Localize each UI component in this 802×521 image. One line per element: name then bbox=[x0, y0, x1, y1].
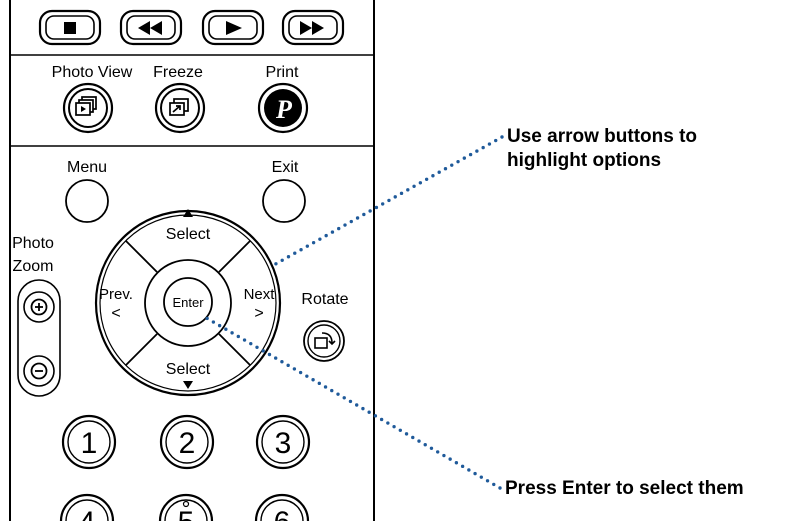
select-up-button[interactable]: Select bbox=[166, 209, 211, 243]
number-key-4[interactable]: 4 bbox=[59, 493, 115, 521]
rotate-label: Rotate bbox=[301, 291, 348, 308]
number-key-1[interactable]: 1 bbox=[61, 414, 117, 470]
print-button[interactable]: P bbox=[257, 82, 309, 134]
zoom-out-icon bbox=[30, 362, 48, 380]
number-key-5-label: 5 bbox=[178, 506, 195, 521]
play-button[interactable] bbox=[201, 9, 265, 46]
zoom-out-button[interactable] bbox=[23, 355, 55, 387]
arrows-callout-line2: highlight options bbox=[507, 150, 661, 171]
fast-forward-button[interactable] bbox=[281, 9, 345, 46]
enter-leader-line bbox=[201, 314, 502, 490]
print-label: Print bbox=[266, 64, 299, 81]
photo-zoom-label-line1: Photo bbox=[12, 235, 54, 252]
number-key-3[interactable]: 3 bbox=[255, 414, 311, 470]
exit-label: Exit bbox=[272, 159, 299, 176]
rewind-button[interactable] bbox=[119, 9, 183, 46]
arrows-callout-line1: Use arrow buttons to bbox=[507, 126, 697, 147]
prev-label: Prev. bbox=[99, 286, 133, 303]
tactile-dot-icon bbox=[182, 500, 190, 508]
prev-button[interactable]: Prev. < bbox=[99, 286, 133, 322]
select-up-label: Select bbox=[166, 226, 211, 243]
zoom-in-icon bbox=[30, 298, 48, 316]
photo-view-button[interactable] bbox=[62, 82, 114, 134]
freeze-button[interactable] bbox=[154, 82, 206, 134]
rewind-icon bbox=[138, 21, 162, 35]
enter-button[interactable]: Enter bbox=[163, 277, 213, 327]
exit-button[interactable] bbox=[262, 179, 306, 223]
number-key-5[interactable]: 5 bbox=[158, 493, 214, 521]
next-label: Next bbox=[244, 286, 276, 303]
rotate-icon bbox=[314, 332, 336, 349]
freeze-label: Freeze bbox=[153, 64, 203, 81]
number-key-6[interactable]: 6 bbox=[254, 493, 310, 521]
play-icon bbox=[226, 21, 242, 35]
enter-label: Enter bbox=[172, 295, 204, 310]
photo-view-label: Photo View bbox=[52, 64, 133, 81]
print-icon: P bbox=[275, 95, 293, 124]
next-button[interactable]: Next > bbox=[244, 286, 276, 322]
number-key-3-label: 3 bbox=[275, 427, 292, 460]
menu-button[interactable] bbox=[65, 179, 109, 223]
arrow-up-icon bbox=[183, 209, 193, 217]
number-key-1-label: 1 bbox=[81, 427, 98, 460]
stop-button[interactable] bbox=[38, 9, 102, 46]
number-key-2[interactable]: 2 bbox=[159, 414, 215, 470]
zoom-in-button[interactable] bbox=[23, 291, 55, 323]
arrow-buttons-leader-line bbox=[270, 135, 504, 268]
select-down-button[interactable]: Select bbox=[166, 361, 211, 389]
photo-view-icon bbox=[75, 96, 97, 116]
photo-zoom-label-line2: Zoom bbox=[13, 258, 54, 275]
number-key-2-label: 2 bbox=[179, 427, 196, 460]
freeze-icon bbox=[169, 98, 189, 116]
enter-callout: Press Enter to select them bbox=[505, 478, 744, 499]
number-key-4-label: 4 bbox=[79, 506, 96, 521]
arrow-down-icon bbox=[183, 381, 193, 389]
next-arrow-icon: > bbox=[254, 305, 263, 322]
select-down-label: Select bbox=[166, 361, 211, 378]
prev-arrow-icon: < bbox=[111, 305, 120, 322]
number-key-6-label: 6 bbox=[274, 506, 291, 521]
stop-icon bbox=[64, 22, 76, 34]
rotate-button[interactable] bbox=[303, 320, 345, 362]
fast-forward-icon bbox=[300, 21, 324, 35]
menu-label: Menu bbox=[67, 159, 107, 176]
